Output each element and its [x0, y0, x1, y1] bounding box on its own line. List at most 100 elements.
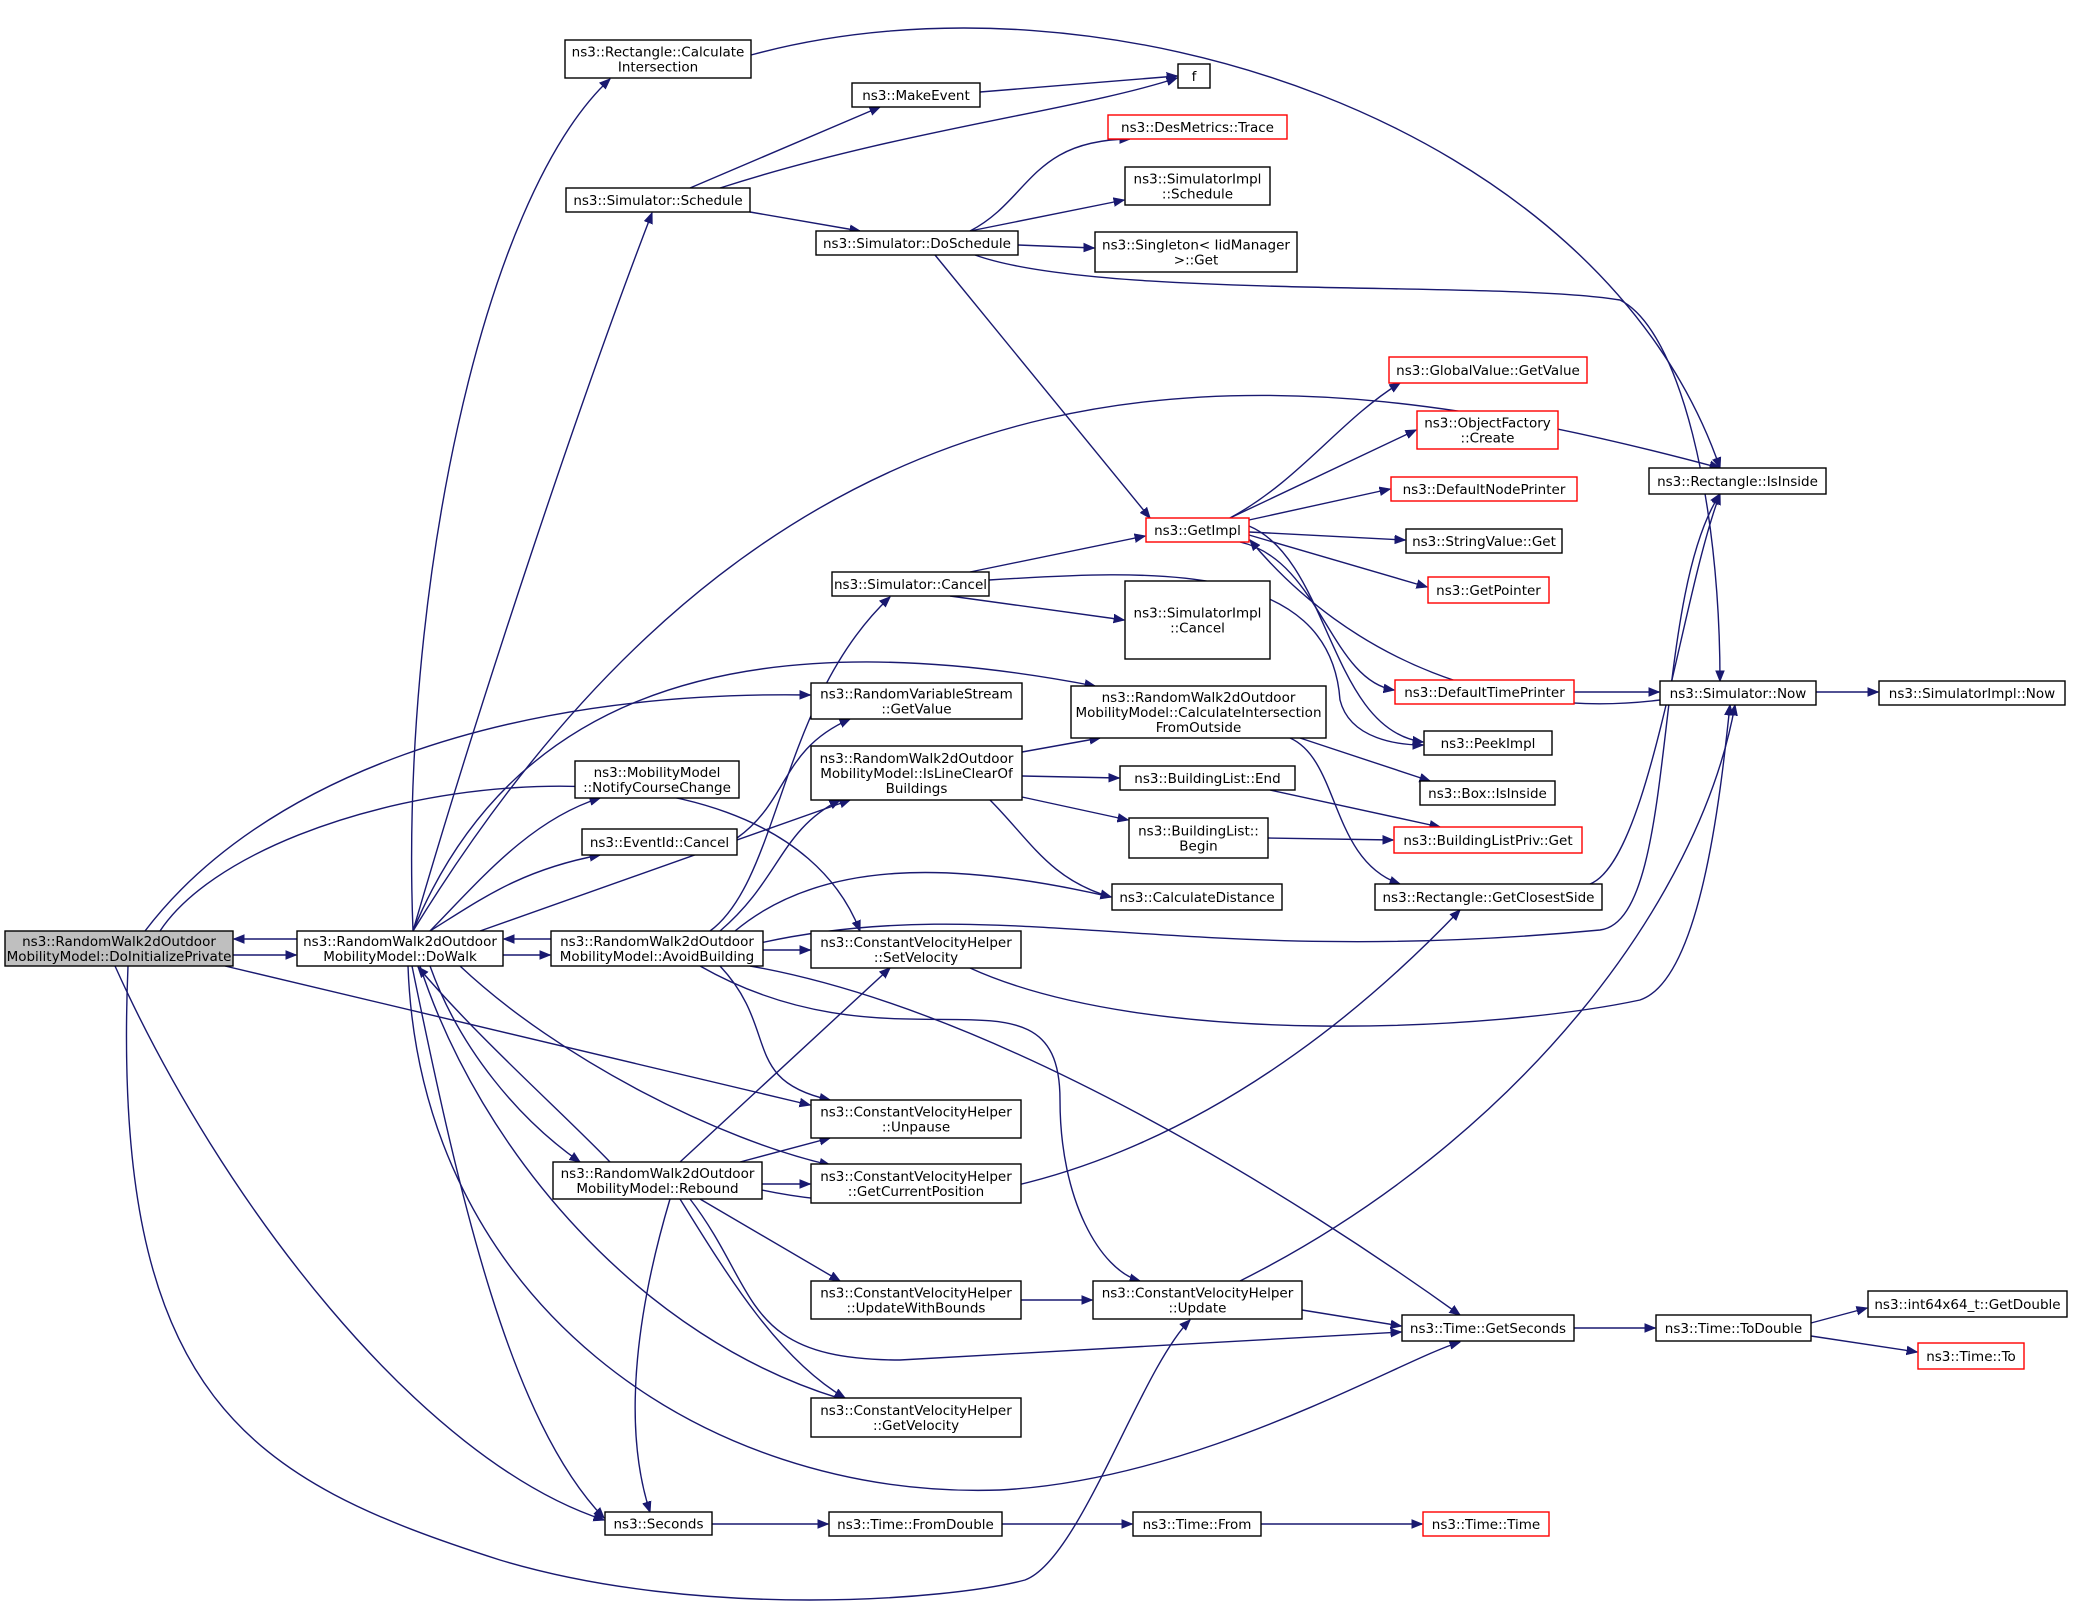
- edge-line: [429, 965, 580, 1162]
- node-f[interactable]: f: [1177, 63, 1211, 89]
- node-blbegin[interactable]: ns3::BuildingList::Begin: [1128, 817, 1269, 859]
- node-label: ns3::SimulatorImpl: [1134, 606, 1262, 622]
- node-label: ns3::Time::GetSeconds: [1410, 1321, 1566, 1337]
- edge-avoid-to-rectisinside: [759, 494, 1720, 944]
- node-islineclear[interactable]: ns3::RandomWalk2dOutdoorMobilityModel::I…: [810, 745, 1023, 801]
- node-setvel[interactable]: ns3::ConstantVelocityHelper::SetVelocity: [810, 930, 1022, 969]
- node-simimplcancel[interactable]: ns3::SimulatorImpl::Cancel: [1124, 580, 1271, 660]
- node-singleton[interactable]: ns3::Singleton< IidManager>::Get: [1094, 231, 1298, 273]
- edge-line: [1021, 738, 1100, 753]
- node-label: ns3::Rectangle::GetClosestSide: [1383, 890, 1595, 906]
- node-fromdouble[interactable]: ns3::Time::FromDouble: [828, 1511, 1003, 1537]
- node-defnodeprinter[interactable]: ns3::DefaultNodePrinter: [1390, 476, 1578, 502]
- node-calcdist[interactable]: ns3::CalculateDistance: [1111, 883, 1283, 911]
- node-rectcalc[interactable]: ns3::Rectangle::CalculateIntersection: [564, 39, 752, 79]
- node-label: ns3::ObjectFactory: [1424, 416, 1551, 432]
- node-unpause[interactable]: ns3::ConstantVelocityHelper::Unpause: [810, 1099, 1022, 1139]
- node-simnow[interactable]: ns3::Simulator::Now: [1659, 680, 1817, 706]
- node-stringvalue[interactable]: ns3::StringValue::Get: [1405, 528, 1563, 554]
- node-blend[interactable]: ns3::BuildingList::End: [1119, 765, 1296, 791]
- node-box: [1422, 1511, 1550, 1537]
- node-timetime[interactable]: ns3::Time::Time: [1422, 1511, 1550, 1537]
- edge-todouble-to-timeto: [1810, 1335, 1917, 1352]
- node-label: ns3::Box::IsInside: [1428, 786, 1547, 802]
- node-rvsgetvalue[interactable]: ns3::RandomVariableStream::GetValue: [810, 682, 1023, 720]
- node-seconds[interactable]: ns3::Seconds: [604, 1511, 713, 1536]
- edge-line: [412, 661, 1095, 932]
- node-update[interactable]: ns3::ConstantVelocityHelper::Update: [1092, 1280, 1303, 1320]
- node-label: MobilityModel::IsLineClearOf: [820, 766, 1014, 782]
- node-avoid[interactable]: ns3::RandomWalk2dOutdoorMobilityModel::A…: [550, 930, 764, 967]
- edge-update-to-getseconds: [1301, 1309, 1401, 1326]
- edge-rebound-to-getvel: [679, 1198, 845, 1398]
- node-todouble[interactable]: ns3::Time::ToDouble: [1655, 1314, 1812, 1342]
- node-label: ns3::StringValue::Get: [1412, 534, 1556, 550]
- edge-getimpl-to-getpointer: [1248, 534, 1427, 587]
- node-int64get[interactable]: ns3::int64x64_t::GetDouble: [1867, 1290, 2068, 1318]
- node-desmetrics[interactable]: ns3::DesMetrics::Trace: [1107, 114, 1288, 140]
- node-timeto[interactable]: ns3::Time::To: [1917, 1342, 2025, 1370]
- node-label: ns3::RandomVariableStream: [820, 687, 1013, 703]
- edge-schedule-to-doschedule: [749, 211, 860, 231]
- node-dowalk[interactable]: ns3::RandomWalk2dOutdoorMobilityModel::D…: [296, 930, 504, 967]
- node-timefrom[interactable]: ns3::Time::From: [1132, 1511, 1262, 1537]
- node-doinit[interactable]: ns3::RandomWalk2dOutdoorMobilityModel::D…: [4, 930, 234, 967]
- node-label: MobilityModel::DoInitializePrivate: [7, 949, 232, 965]
- node-simimplsched[interactable]: ns3::SimulatorImpl::Schedule: [1124, 166, 1271, 206]
- edge-avoid-to-islineclear: [719, 800, 840, 932]
- node-blprivget[interactable]: ns3::BuildingListPriv::Get: [1393, 826, 1583, 854]
- edge-line: [1248, 525, 1423, 742]
- node-box: [828, 1511, 1003, 1537]
- node-label: ns3::Seconds: [614, 1517, 704, 1533]
- node-box: [810, 1163, 1022, 1204]
- node-layer: ns3::RandomWalk2dOutdoorMobilityModel::D…: [4, 39, 2068, 1537]
- edge-islineclear-to-calcinter: [1021, 738, 1100, 753]
- node-getvel[interactable]: ns3::ConstantVelocityHelper::GetVelocity: [810, 1397, 1022, 1438]
- edge-line: [1017, 245, 1094, 248]
- node-peekimpl[interactable]: ns3::PeekImpl: [1423, 730, 1553, 756]
- node-label: >::Get: [1174, 253, 1218, 269]
- node-box: [1070, 685, 1327, 739]
- node-box: [1405, 528, 1563, 554]
- node-label: ns3::PeekImpl: [1441, 736, 1536, 752]
- node-makeevent[interactable]: ns3::MakeEvent: [851, 82, 981, 108]
- edge-line: [1248, 489, 1390, 521]
- node-updbounds[interactable]: ns3::ConstantVelocityHelper::UpdateWithB…: [810, 1280, 1022, 1320]
- node-label: ns3::ConstantVelocityHelper: [820, 1286, 1012, 1302]
- node-box: [1128, 817, 1269, 859]
- node-rebound[interactable]: ns3::RandomWalk2dOutdoorMobilityModel::R…: [552, 1161, 763, 1200]
- edge-rebound-to-unpause: [739, 1138, 830, 1163]
- node-deftimeprinter[interactable]: ns3::DefaultTimePrinter: [1394, 679, 1575, 705]
- node-doschedule[interactable]: ns3::Simulator::DoSchedule: [815, 230, 1019, 256]
- edge-doschedule-to-getimpl: [934, 254, 1150, 518]
- node-getcurpos[interactable]: ns3::ConstantVelocityHelper::GetCurrentP…: [810, 1163, 1022, 1204]
- node-simcancel[interactable]: ns3::Simulator::Cancel: [831, 571, 990, 597]
- node-label: ns3::Rectangle::Calculate: [572, 45, 745, 61]
- node-objfactory[interactable]: ns3::ObjectFactory::Create: [1416, 410, 1559, 450]
- edge-line: [969, 705, 1730, 1027]
- node-getimpl[interactable]: ns3::GetImpl: [1145, 517, 1250, 543]
- node-globalvalue[interactable]: ns3::GlobalValue::GetValue: [1388, 356, 1588, 384]
- node-calcinter[interactable]: ns3::RandomWalk2dOutdoorMobilityModel::C…: [1070, 685, 1327, 739]
- node-schedule[interactable]: ns3::Simulator::Schedule: [565, 187, 751, 213]
- edge-setvel-to-simnow: [969, 705, 1730, 1027]
- node-boxisinside[interactable]: ns3::Box::IsInside: [1419, 780, 1556, 806]
- node-rectclosest[interactable]: ns3::Rectangle::GetClosestSide: [1374, 883, 1603, 911]
- node-rectisinside[interactable]: ns3::Rectangle::IsInside: [1648, 467, 1827, 495]
- node-notifycourse[interactable]: ns3::MobilityModel::NotifyCourseChange: [574, 760, 740, 799]
- node-label: ns3::EventId::Cancel: [590, 835, 729, 851]
- node-label: ns3::DefaultTimePrinter: [1404, 685, 1565, 701]
- node-box: [1419, 780, 1556, 806]
- edge-doinit-to-setvel: [159, 785, 861, 931]
- edge-update-to-simnow: [1239, 705, 1735, 1282]
- edge-doinit-to-update: [125, 965, 1190, 1601]
- node-getpointer[interactable]: ns3::GetPointer: [1427, 576, 1550, 604]
- edge-line: [634, 1198, 671, 1512]
- node-getseconds[interactable]: ns3::Time::GetSeconds: [1401, 1314, 1575, 1342]
- edge-dowalk-to-schedule: [412, 213, 652, 932]
- node-box: [1655, 1314, 1812, 1342]
- node-eventcancel[interactable]: ns3::EventId::Cancel: [581, 828, 738, 856]
- node-simimplnow[interactable]: ns3::SimulatorImpl::Now: [1878, 680, 2066, 706]
- edge-line: [114, 965, 604, 1520]
- node-label: ns3::Time::To: [1926, 1349, 2016, 1365]
